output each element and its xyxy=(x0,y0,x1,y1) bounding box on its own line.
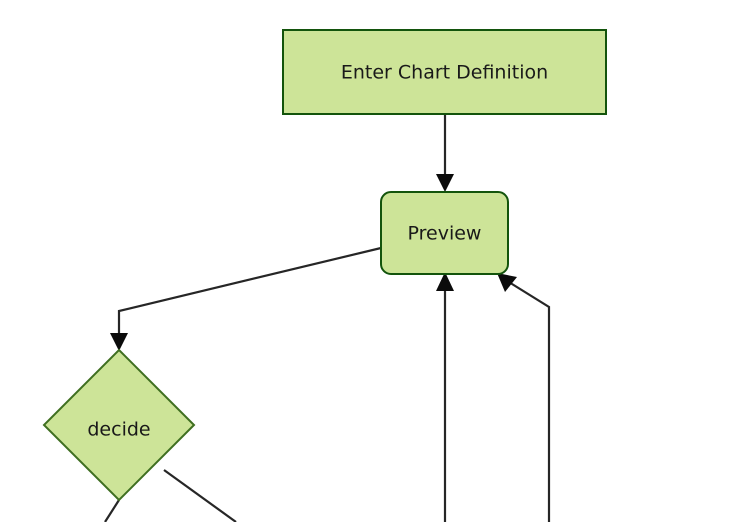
node-preview-label: Preview xyxy=(408,223,482,245)
edge-into-preview-bottom-right[interactable] xyxy=(497,273,551,522)
node-enter-chart-definition-shape xyxy=(282,29,607,115)
arrowhead-down-icon xyxy=(110,333,128,351)
node-enter-chart-definition-label: Enter Chart Definition xyxy=(341,62,548,84)
node-group: Enter Chart Definition Preview decide xyxy=(42,29,607,502)
node-decide-shape xyxy=(42,348,196,502)
edge-decide-bottom-right-line xyxy=(163,469,237,522)
edge-into-preview-bottom[interactable] xyxy=(436,272,454,522)
node-preview[interactable]: Preview xyxy=(380,191,509,275)
edge-preview-to-decide[interactable] xyxy=(110,246,382,351)
node-decide-label: decide xyxy=(87,419,150,441)
arrowhead-up-left-icon xyxy=(497,273,517,292)
edge-group xyxy=(104,114,551,522)
arrowhead-down-icon xyxy=(436,174,454,192)
edge-into-preview-bottom-right-line xyxy=(503,278,551,522)
edge-decide-bottom-left-line xyxy=(104,499,120,522)
node-decide[interactable]: decide xyxy=(42,348,196,502)
arrowhead-up-icon xyxy=(436,272,454,291)
edge-preview-to-decide-line xyxy=(117,246,382,342)
edge-enter-to-preview[interactable] xyxy=(436,114,454,192)
edge-decide-bottom-left[interactable] xyxy=(104,499,120,522)
node-enter-chart-definition[interactable]: Enter Chart Definition xyxy=(282,29,607,115)
node-preview-shape xyxy=(380,191,509,275)
edge-decide-bottom-right[interactable] xyxy=(163,469,237,522)
